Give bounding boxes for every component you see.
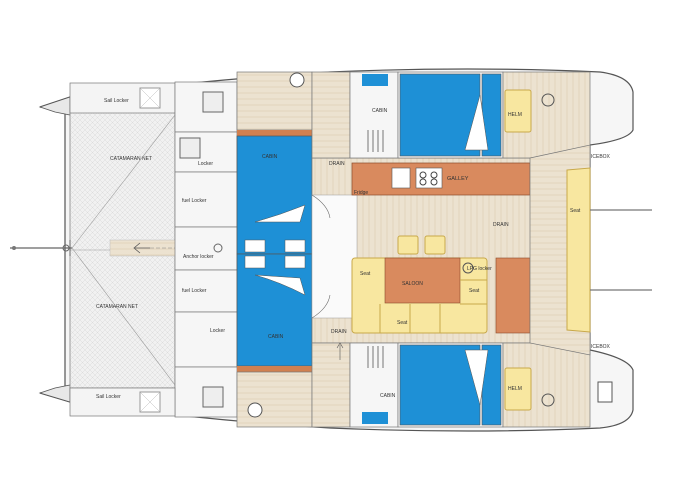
sail-locker-bottom-label: Sail Locker <box>96 394 121 400</box>
locker-bottom-label: Locker <box>210 328 225 334</box>
bowsprit <box>10 114 176 386</box>
cabin-fwd-top-label: CABIN <box>262 154 278 160</box>
saloon-seating <box>351 235 531 334</box>
catamaran-net-label-bottom: CATAMARAN NET <box>96 304 138 310</box>
heads-bottom <box>311 342 399 428</box>
seat-saloon-right-label: Seat <box>469 288 480 294</box>
helm-top <box>502 71 591 159</box>
cabin-aft-bottom-label: CABIN <box>380 393 396 399</box>
forward-lockers-bottom <box>69 269 238 418</box>
saloon-label: SALOON <box>402 281 423 287</box>
catamaran-net-label-top: CATAMARAN NET <box>110 156 152 162</box>
icebox-bottom-label: ICEBOX <box>591 344 611 350</box>
aft-cockpit <box>529 144 652 356</box>
icebox-top-label: ICEBOX <box>591 154 611 160</box>
helm-top-label: HELM <box>508 112 522 118</box>
seat-aft-label: Seat <box>570 208 581 214</box>
anchor-icon <box>213 243 223 253</box>
cabin-aft-top-label: CABIN <box>372 108 388 114</box>
door-swings <box>311 194 331 319</box>
forward-cabin-top <box>236 71 313 255</box>
sail-locker-top-label: Sail Locker <box>104 98 129 104</box>
helm-bottom-label: HELM <box>508 386 522 392</box>
galley-label: GALLEY <box>447 176 469 182</box>
forward-lockers-top <box>69 81 238 271</box>
fuel-locker-bottom-label: fuel Locker <box>182 288 207 294</box>
seat-saloon-left-label: Seat <box>360 271 371 277</box>
fuel-locker-top-label: fuel Locker <box>182 198 207 204</box>
locker-top-label: Locker <box>198 161 213 167</box>
anchor-locker-label: Anchor locker <box>183 254 214 260</box>
helm-bottom <box>502 342 613 428</box>
heads-top <box>311 71 399 159</box>
cabin-fwd-bottom-label: CABIN <box>268 334 284 340</box>
seat-saloon-bottom-label: Seat <box>397 320 408 326</box>
aft-cabin-bottom <box>397 342 504 428</box>
aft-cabin-top <box>397 71 504 159</box>
drain-bottom-label: DRAIN <box>331 329 347 335</box>
fridge-label: Fridge <box>354 190 368 196</box>
drain-mid-label: DRAIN <box>493 222 509 228</box>
lpg-locker-label: LPG locker <box>467 266 492 272</box>
galley-counter <box>351 162 531 196</box>
drain-top-label: DRAIN <box>329 161 345 167</box>
forward-cabin-bottom <box>236 253 313 428</box>
